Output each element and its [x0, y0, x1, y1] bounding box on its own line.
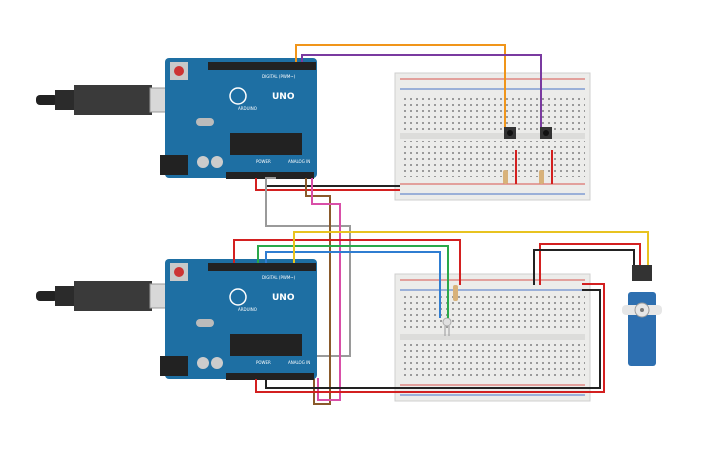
- wire-black-gnd-bottom: [265, 289, 601, 389]
- power-analog-header: [226, 172, 314, 179]
- wire-pink: [311, 178, 341, 401]
- servo-motor-icon[interactable]: [622, 265, 662, 366]
- wire-purple: [301, 54, 542, 127]
- microcontroller-chip: [230, 133, 302, 155]
- wire-red-servo: [539, 243, 641, 285]
- resistor-icon: [503, 170, 508, 184]
- breadboard-top[interactable]: [394, 72, 591, 201]
- wire-red-power-bottom: [255, 283, 605, 393]
- arduino-board-bottom[interactable]: UNO ARDUINO DIGITAL (PWM~) POWER ANALOG …: [160, 259, 317, 380]
- digital-label: DIGITAL (PWM~): [262, 74, 296, 79]
- resistor-icon: [539, 170, 544, 184]
- wire-red-power: [255, 178, 400, 191]
- digital-header: [208, 263, 316, 271]
- power-jack: [160, 356, 188, 376]
- power-jack: [160, 155, 188, 175]
- power-label: POWER: [256, 360, 271, 365]
- wire-black-servo: [533, 249, 635, 285]
- wire-green: [257, 245, 449, 318]
- arduino-board-top[interactable]: UNO ARDUINO DIGITAL (PWM~) POWER ANALOG …: [160, 58, 317, 179]
- board-model-label: UNO: [272, 92, 295, 102]
- microcontroller-chip: [230, 334, 302, 356]
- usb-cable-icon: [36, 85, 171, 115]
- wire-red-pin: [233, 239, 461, 285]
- power-label: POWER: [256, 159, 271, 164]
- board-brand-label: ARDUINO: [238, 106, 257, 111]
- digital-label: DIGITAL (PWM~): [262, 275, 296, 280]
- wire-black-gnd: [265, 178, 400, 187]
- power-analog-header: [226, 373, 314, 380]
- wire-brown: [305, 178, 331, 405]
- wire-yellow: [293, 231, 649, 266]
- wire-gray: [265, 177, 351, 357]
- analog-label: ANALOG IN: [288, 159, 310, 164]
- board-model-label: UNO: [272, 293, 295, 303]
- pushbutton-icon[interactable]: [540, 127, 552, 139]
- digital-header: [208, 62, 316, 70]
- breadboard-bottom[interactable]: [394, 273, 591, 402]
- usb-cable-icon: [36, 281, 171, 311]
- board-brand-label: ARDUINO: [238, 307, 257, 312]
- resistor-icon: [453, 285, 458, 301]
- pushbutton-icon[interactable]: [504, 127, 516, 139]
- wire-orange: [295, 44, 506, 127]
- wire-blue: [265, 251, 441, 318]
- analog-label: ANALOG IN: [288, 360, 310, 365]
